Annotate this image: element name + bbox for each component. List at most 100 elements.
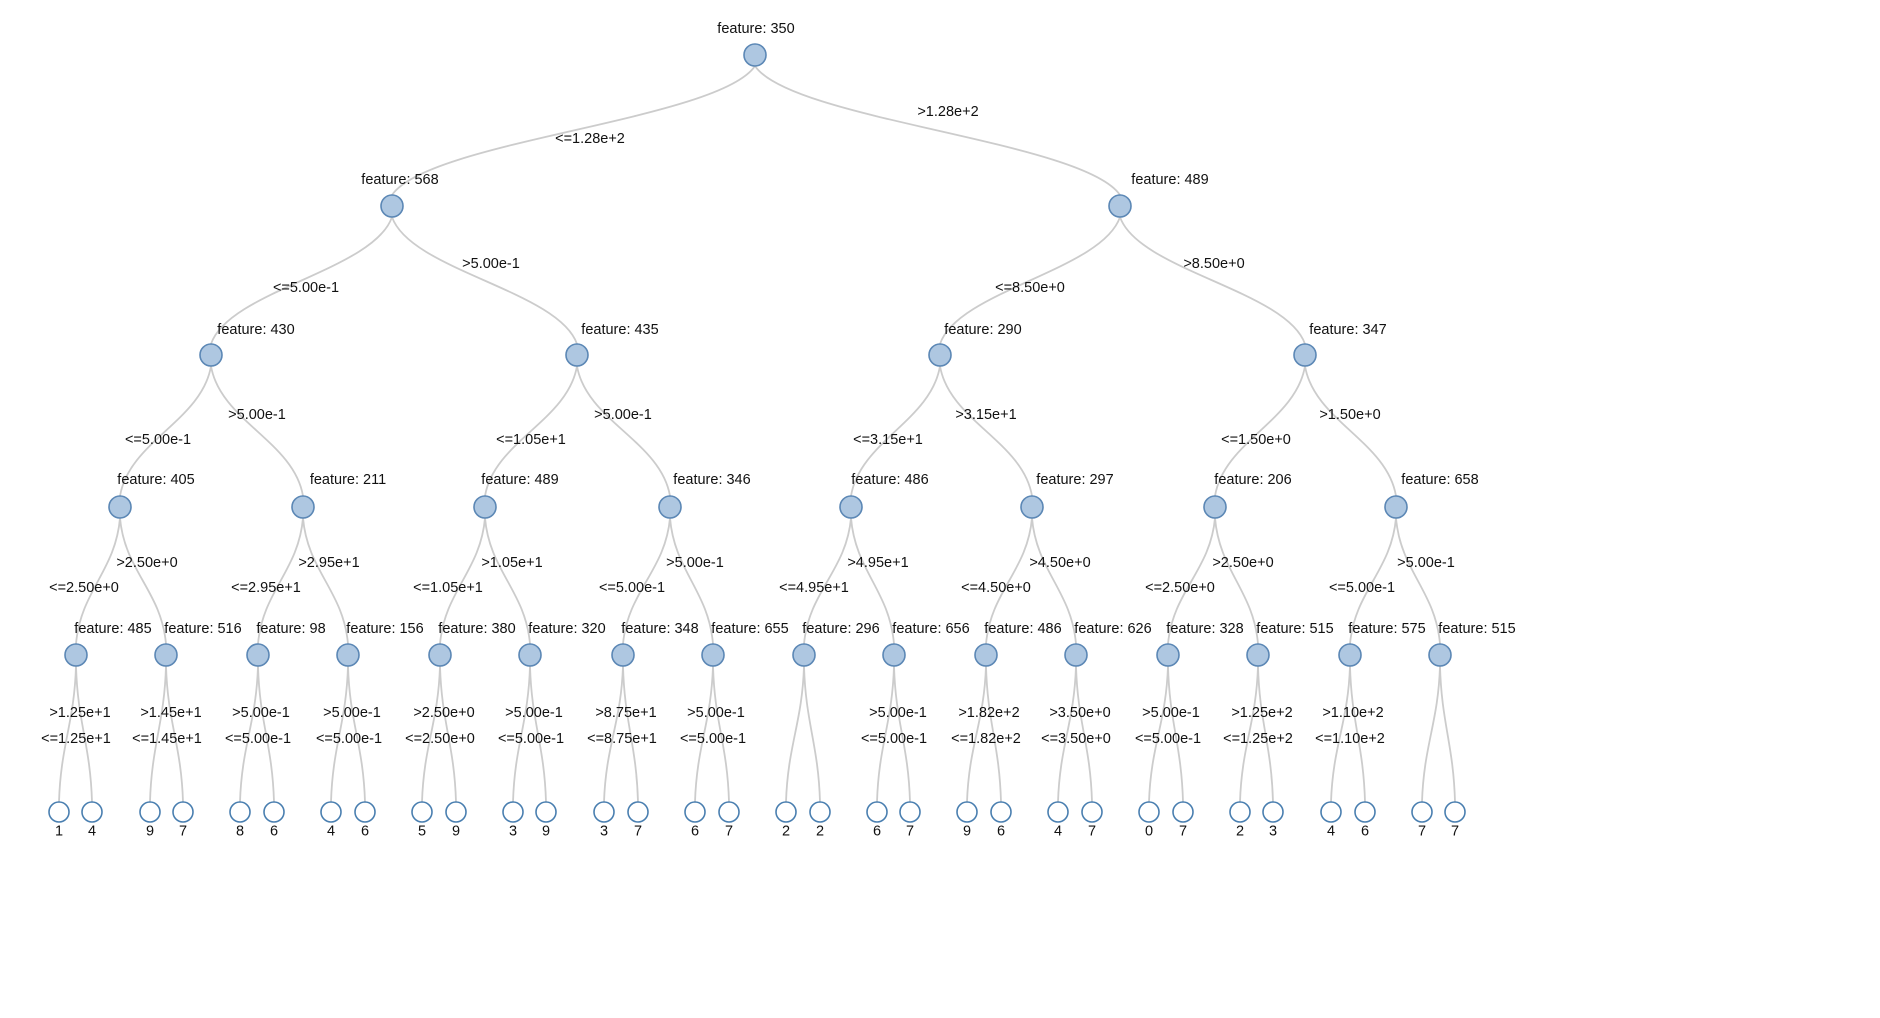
internal-node[interactable]: [928, 343, 952, 367]
tree-edge: [391, 65, 756, 196]
leaf-node[interactable]: [354, 801, 376, 823]
internal-node[interactable]: [882, 643, 906, 667]
internal-node[interactable]: [154, 643, 178, 667]
leaf-node-label: 9: [146, 824, 154, 840]
internal-node[interactable]: [64, 643, 88, 667]
tree-edge: [1421, 665, 1441, 803]
leaf-node[interactable]: [1444, 801, 1466, 823]
leaf-node[interactable]: [775, 801, 797, 823]
internal-node[interactable]: [974, 643, 998, 667]
leaf-node[interactable]: [684, 801, 706, 823]
leaf-node[interactable]: [899, 801, 921, 823]
edge-split-label: >5.00e-1: [232, 705, 290, 721]
internal-node[interactable]: [1108, 194, 1132, 218]
leaf-node[interactable]: [1354, 801, 1376, 823]
leaf-node[interactable]: [229, 801, 251, 823]
leaf-node[interactable]: [593, 801, 615, 823]
internal-node[interactable]: [518, 643, 542, 667]
leaf-node[interactable]: [320, 801, 342, 823]
internal-node[interactable]: [108, 495, 132, 519]
leaf-node[interactable]: [1320, 801, 1342, 823]
internal-node[interactable]: [473, 495, 497, 519]
internal-node-label: feature: 656: [892, 621, 969, 637]
internal-node[interactable]: [1293, 343, 1317, 367]
internal-node[interactable]: [1338, 643, 1362, 667]
leaf-node[interactable]: [956, 801, 978, 823]
tree-edge: [119, 517, 167, 645]
leaf-node[interactable]: [1047, 801, 1069, 823]
tree-edge: [58, 665, 77, 803]
internal-node[interactable]: [1384, 495, 1408, 519]
leaf-node-label: 4: [1327, 824, 1335, 840]
tree-edge: [302, 517, 349, 645]
internal-node[interactable]: [565, 343, 589, 367]
leaf-node[interactable]: [1262, 801, 1284, 823]
leaf-node[interactable]: [263, 801, 285, 823]
leaf-node[interactable]: [990, 801, 1012, 823]
leaf-node[interactable]: [1229, 801, 1251, 823]
leaf-node[interactable]: [48, 801, 70, 823]
leaf-node[interactable]: [502, 801, 524, 823]
tree-edge: [210, 216, 393, 345]
edge-split-label: >5.00e-1: [228, 407, 286, 423]
leaf-node[interactable]: [866, 801, 888, 823]
internal-node[interactable]: [1246, 643, 1270, 667]
edge-split-label: >1.25e+2: [1231, 705, 1292, 721]
edge-split-label: >3.50e+0: [1049, 705, 1110, 721]
internal-node[interactable]: [199, 343, 223, 367]
leaf-node[interactable]: [1411, 801, 1433, 823]
internal-node[interactable]: [743, 43, 767, 67]
leaf-node[interactable]: [445, 801, 467, 823]
edges-layer: [58, 65, 1456, 803]
tree-edge: [529, 665, 547, 803]
leaf-node[interactable]: [1172, 801, 1194, 823]
internal-node[interactable]: [701, 643, 725, 667]
edge-split-label: <=3.50e+0: [1041, 731, 1111, 747]
tree-edge: [484, 517, 531, 645]
internal-node-label: feature: 290: [944, 322, 1021, 338]
leaf-node-label: 4: [1054, 824, 1062, 840]
internal-node[interactable]: [611, 643, 635, 667]
tree-edge: [669, 517, 714, 645]
internal-node[interactable]: [1064, 643, 1088, 667]
leaf-node[interactable]: [172, 801, 194, 823]
internal-node[interactable]: [291, 495, 315, 519]
leaf-node[interactable]: [627, 801, 649, 823]
internal-node[interactable]: [428, 643, 452, 667]
internal-node[interactable]: [246, 643, 270, 667]
tree-edge: [210, 365, 304, 497]
internal-node[interactable]: [336, 643, 360, 667]
internal-node[interactable]: [792, 643, 816, 667]
internal-node-label: feature: 297: [1036, 472, 1113, 488]
leaf-node[interactable]: [1138, 801, 1160, 823]
edge-split-label: <=1.45e+1: [132, 731, 202, 747]
leaf-node-label: 8: [236, 824, 244, 840]
internal-node-label: feature: 516: [164, 621, 241, 637]
internal-node[interactable]: [1156, 643, 1180, 667]
tree-edge: [712, 665, 730, 803]
internal-node[interactable]: [658, 495, 682, 519]
leaf-node[interactable]: [411, 801, 433, 823]
internal-node[interactable]: [1020, 495, 1044, 519]
internal-node[interactable]: [380, 194, 404, 218]
edge-split-label: >2.95e+1: [298, 555, 359, 571]
tree-edge: [754, 65, 1121, 196]
leaf-node[interactable]: [809, 801, 831, 823]
edge-split-label: <=1.10e+2: [1315, 731, 1385, 747]
leaf-node-label: 6: [873, 824, 881, 840]
tree-edge: [1349, 517, 1397, 645]
leaf-node[interactable]: [718, 801, 740, 823]
tree-edge: [165, 665, 184, 803]
internal-node[interactable]: [1203, 495, 1227, 519]
internal-node[interactable]: [839, 495, 863, 519]
leaf-node[interactable]: [139, 801, 161, 823]
edge-split-label: >2.50e+0: [116, 555, 177, 571]
leaf-node[interactable]: [1081, 801, 1103, 823]
internal-node[interactable]: [1428, 643, 1452, 667]
leaf-node[interactable]: [81, 801, 103, 823]
leaf-node[interactable]: [535, 801, 557, 823]
edge-split-label: <=5.00e-1: [1135, 731, 1201, 747]
tree-edge: [1330, 665, 1351, 803]
internal-node-label: feature: 515: [1256, 621, 1333, 637]
